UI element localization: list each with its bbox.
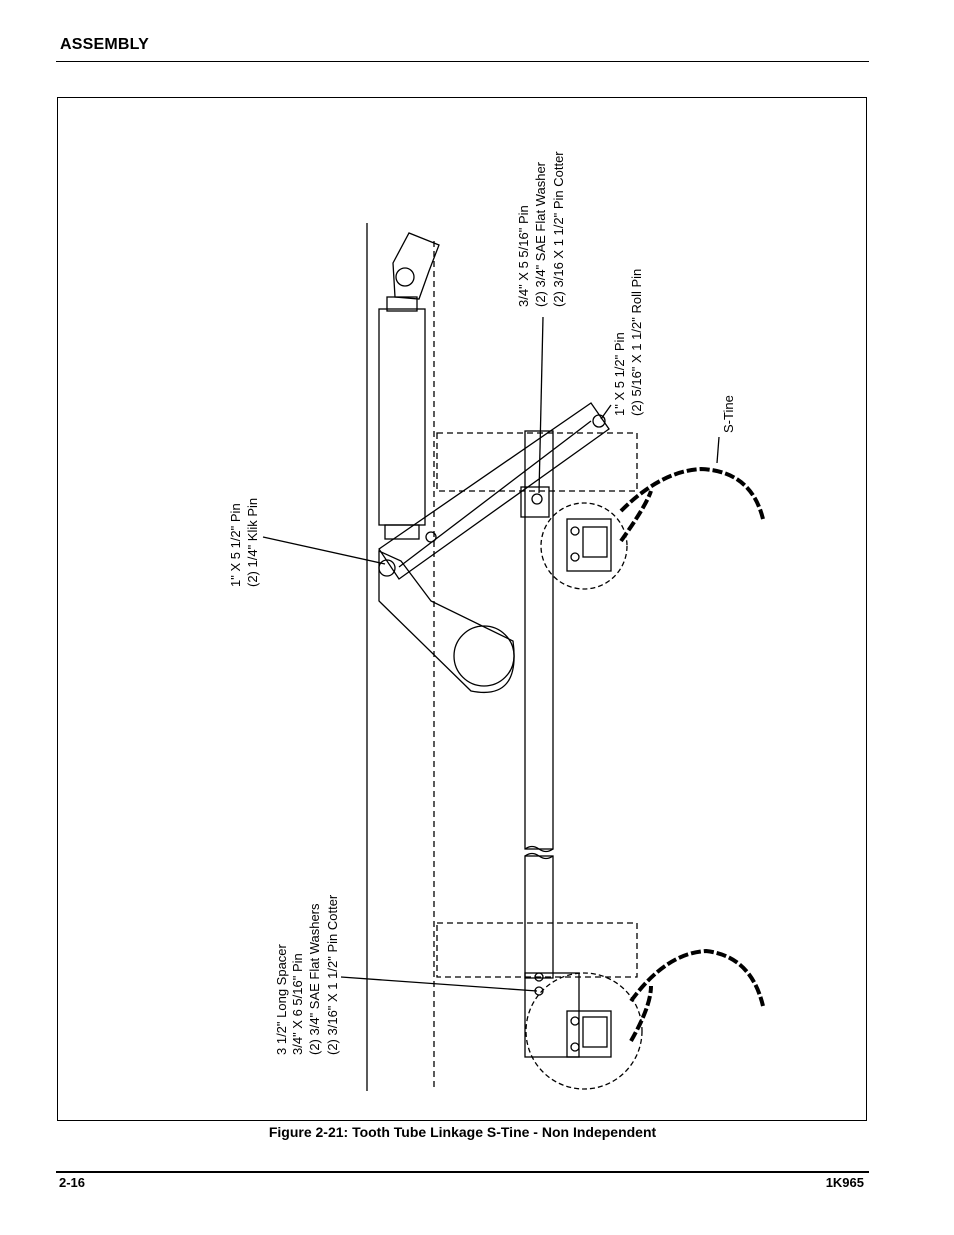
callout-spacer-line4: (2) 3/16" X 1 1/2" Pin Cotter — [325, 894, 340, 1055]
callout-stine: S-Tine — [721, 395, 736, 433]
figure-frame: 1" X 5 1/2" Pin (2) 1/4" Klik Pin 3/4" X… — [57, 97, 867, 1121]
leader-klik-pin — [262, 536, 386, 565]
callout-spacer-line1: 3 1/2" Long Spacer — [274, 943, 289, 1055]
leader-roll-pin — [600, 404, 612, 420]
callout-top-pin-line1: 3/4" X 5 5/16" Pin — [516, 205, 531, 307]
document-number: 1K965 — [825, 1175, 864, 1190]
page-number: 2-16 — [59, 1175, 86, 1190]
crossbar-lower — [436, 922, 638, 978]
header-rule — [56, 61, 869, 62]
linkage-drawing: 1" X 5 1/2" Pin (2) 1/4" Klik Pin 3/4" X… — [228, 151, 765, 1091]
callout-roll-pin-line1: 1" X 5 1/2" Pin — [612, 332, 627, 416]
s-tine-lower — [629, 948, 765, 1007]
section-title: ASSEMBLY — [60, 36, 150, 53]
leader-spacer — [340, 976, 538, 992]
callout-klik-pin-line1: 1" X 5 1/2" Pin — [228, 503, 243, 587]
callout-spacer-line3: (2) 3/4" SAE Flat Washers — [307, 903, 322, 1055]
callout-roll-pin-line2: (2) 5/16" X 1 1/2" Roll Pin — [629, 269, 644, 416]
callout-klik-pin-line2: (2) 1/4" Klik Pin — [245, 498, 260, 587]
callout-top-pin-line2: (2) 3/4" SAE Flat Washer — [533, 161, 548, 307]
cylinder-bracket — [392, 232, 440, 300]
leader-top-pin — [538, 316, 544, 494]
crossbar-upper — [436, 432, 638, 492]
diagonal-link — [378, 402, 610, 580]
crank-arm — [378, 549, 515, 693]
callout-top-pin-line3: (2) 3/16 X 1 1/2" Pin Cotter — [551, 151, 566, 307]
leader-stine — [716, 436, 720, 464]
tube-end-bracket — [524, 972, 580, 1058]
s-tine-upper — [619, 466, 765, 520]
tooth-tube-lower — [524, 855, 554, 979]
callout-spacer-line2: 3/4" X 6 5/16" Pin — [290, 953, 305, 1055]
hydraulic-cylinder — [378, 308, 426, 526]
figure-caption: Figure 2-21: Tooth Tube Linkage S-Tine -… — [268, 1124, 657, 1140]
footer-rule — [56, 1171, 869, 1173]
